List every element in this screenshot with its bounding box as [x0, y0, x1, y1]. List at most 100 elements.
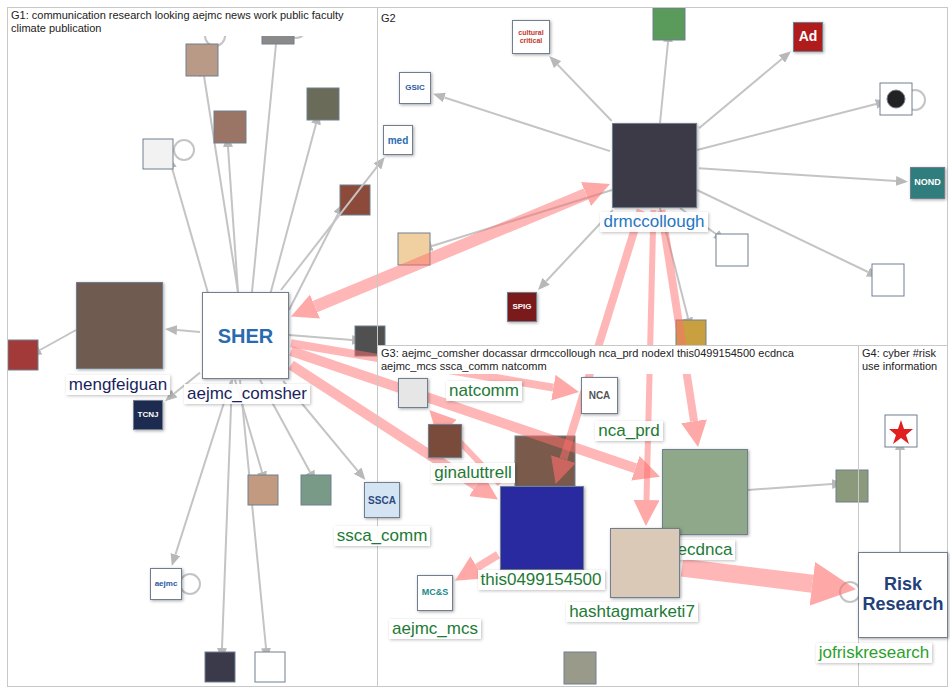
edge-connector	[661, 210, 694, 421]
avatar	[872, 264, 904, 296]
edge-line	[228, 147, 238, 292]
avatar-logo-text: Risk Research	[859, 574, 947, 616]
edge-line	[748, 484, 832, 490]
avatar-icon	[887, 90, 905, 108]
connector-group	[174, 59, 896, 584]
account-avatar: this0499154500	[500, 486, 584, 570]
avatar	[301, 475, 331, 505]
account-avatar: SPIG	[507, 292, 537, 322]
avatar	[564, 652, 596, 684]
group-heading: G4: cyber #risk use information	[859, 346, 947, 374]
avatar	[836, 470, 868, 502]
account-avatar: SHERaejmc_comsher	[202, 292, 289, 379]
edge-line	[252, 44, 276, 292]
edge-line	[204, 76, 238, 292]
avatar	[255, 652, 285, 682]
account-avatar: aejmc	[150, 568, 182, 600]
avatar	[8, 340, 38, 370]
self-loop	[180, 574, 200, 594]
account-avatar: cultural critical	[512, 20, 550, 54]
avatar-logo-text: Ad	[798, 28, 819, 45]
background-avatars	[8, 8, 917, 684]
avatar	[307, 88, 339, 120]
node-label: mengfeiguan	[66, 375, 170, 395]
group-panel: G1: communication research looking aejmc…	[7, 7, 378, 687]
self-loop	[174, 140, 194, 160]
edge-line	[660, 42, 668, 123]
node-label: this0499154500	[478, 570, 605, 590]
avatar-logo-text: cultural critical	[513, 28, 549, 45]
account-avatar: mengfeiguan	[76, 282, 163, 369]
account-avatar: NOND	[910, 167, 945, 199]
node-label: drmccollough	[600, 212, 707, 232]
node-label: ginaluttrell	[431, 463, 515, 483]
edge-connector	[699, 59, 782, 128]
avatar-logo-text: NCA	[588, 389, 612, 402]
edge-line	[40, 330, 76, 350]
avatar-logo-text: med	[387, 134, 410, 147]
node-label: aejmc_comsher	[184, 384, 310, 404]
account-avatar: MC&Saejmc_mcs	[417, 575, 453, 611]
edge-line	[697, 104, 876, 150]
group-heading: G2	[378, 11, 399, 26]
avatar-logo-text: TCNJ	[137, 410, 160, 421]
edge-line	[172, 168, 210, 300]
avatar-icon	[889, 420, 913, 444]
account-avatar: drmccollough	[612, 123, 697, 208]
edge-line	[697, 190, 868, 272]
node-label: natcomm	[446, 381, 522, 401]
account-avatar: natcomm	[398, 378, 428, 408]
avatar	[716, 234, 748, 266]
avatar	[248, 475, 278, 505]
avatar	[143, 139, 173, 169]
group-panel: G3: aejmc_comsher docassar drmccollough …	[377, 345, 859, 687]
avatar-logo-text: aejmc	[154, 579, 179, 590]
edge-connector	[281, 166, 377, 290]
account-avatar: hashtagmarketi7	[610, 528, 680, 598]
account-avatar: med	[383, 125, 413, 155]
group-heading: G3: aejmc_comsher docassar drmccollough …	[378, 346, 854, 374]
edge-connector	[315, 194, 586, 307]
account-avatar: Ad	[793, 22, 823, 52]
edge-line	[899, 450, 901, 552]
avatar	[340, 185, 370, 215]
node-label: hashtagmarketi7	[566, 602, 698, 622]
node-label: jofriskresearch	[816, 643, 933, 663]
edge-connector	[477, 555, 498, 568]
node-label: aejmc_mcs	[389, 619, 481, 639]
edge-connector	[177, 330, 200, 332]
account-avatar: TCNJ	[133, 400, 163, 430]
account-avatar: ginaluttrell	[428, 424, 462, 458]
group-heading: G1: communication research looking aejmc…	[8, 8, 374, 36]
avatar	[885, 415, 917, 447]
avatar	[186, 44, 218, 76]
avatar-logo-text: SSCA	[367, 494, 397, 507]
edge-line	[240, 380, 266, 648]
node-label: ecdnca	[675, 540, 736, 560]
edge-line	[222, 380, 232, 648]
edge-line	[289, 335, 352, 340]
avatar-logo-text: GSIC	[404, 83, 426, 94]
avatar	[214, 111, 246, 143]
edge-connector	[699, 168, 896, 181]
edge-connector	[558, 65, 612, 121]
self-loop	[840, 582, 860, 602]
avatar-logo-text: NOND	[913, 177, 942, 189]
group-panel: G4: cyber #risk use informationRisk Rese…	[858, 345, 948, 687]
edge-connector	[682, 568, 812, 584]
account-avatar: Risk Researchjofriskresearch	[858, 552, 948, 638]
background-accounts	[40, 18, 925, 648]
avatar-logo-text: SPIG	[511, 302, 532, 313]
avatar	[880, 83, 912, 115]
node-label: nca_prd	[595, 421, 662, 441]
edge-connector	[175, 381, 231, 555]
avatar-logo-text: SHER	[217, 324, 275, 348]
avatar	[653, 8, 685, 40]
account-avatar: ecdnca	[662, 449, 748, 535]
avatar-logo-text: MC&S	[421, 587, 450, 599]
account-avatar: GSIC	[399, 72, 431, 104]
avatar	[205, 652, 235, 682]
node-label: ssca_comm	[334, 526, 431, 546]
